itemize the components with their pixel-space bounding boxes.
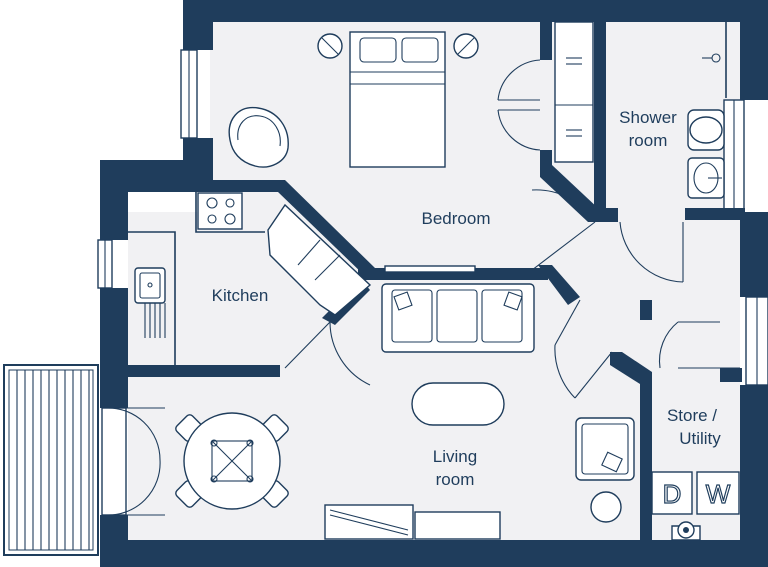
basin-icon [687,157,725,199]
room-label-kitchen: Kitchen [212,286,269,305]
sink-icon [134,267,166,304]
armchair-living-icon [575,417,635,481]
shower-icon [702,22,727,98]
radiator-icon [144,303,166,338]
armchair-icon [228,106,289,168]
room-label-store-1: Store / [667,406,717,425]
side-table-icon [590,491,622,523]
room-label-living-2: room [436,470,475,489]
room-label-store-2: Utility [679,429,721,448]
dishwasher-icon: D [651,471,693,515]
room-label-bedroom: Bedroom [422,209,491,228]
tv-unit-icon [324,504,501,540]
dishwasher-label: D [663,479,682,509]
bed-icon [349,31,446,168]
bedside-lamps [317,33,479,59]
sofa-icon [381,283,535,353]
wardrobe-icon [554,21,594,163]
exterior-walls [100,0,768,567]
balcony [3,364,99,556]
washer-icon: W [696,471,740,515]
room-label-shower-1: Shower [619,108,677,127]
washer-label: W [706,479,731,509]
doors [101,189,740,516]
boiler-icon [671,521,701,541]
windows [97,49,768,386]
room-label-living-1: Living [433,447,477,466]
hob-icon [197,192,243,230]
wardrobe-doors [497,59,541,151]
toilet-icon [687,109,725,151]
kitchen-counter [128,192,372,365]
dining-table-icon [175,412,289,510]
bedroom-radiator [384,265,476,273]
coffee-table-icon [411,382,505,426]
room-label-shower-2: room [629,131,668,150]
